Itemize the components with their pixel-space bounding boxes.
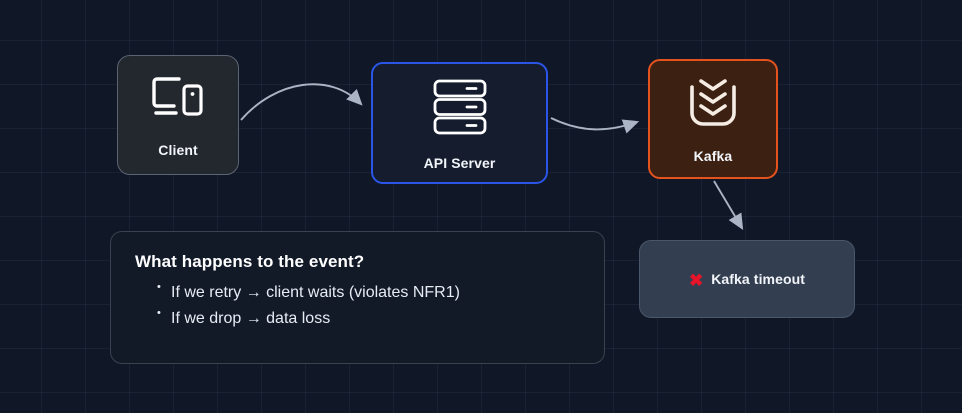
node-kafka-label: Kafka — [693, 147, 733, 164]
node-api-server[interactable]: API Server — [371, 62, 548, 184]
note-panel: What happens to the event? If we retry →… — [110, 231, 605, 364]
note-panel-bullet: If we drop → data loss — [157, 305, 580, 332]
edge-client-to-api-server — [240, 83, 363, 121]
note-panel-bullet: If we retry → client waits (violates NFR… — [157, 279, 580, 306]
note-panel-bullet-list: If we retry → client waits (violates NFR… — [135, 279, 580, 332]
edge-kafka-to-timeout — [713, 180, 744, 230]
server-stack-icon — [428, 77, 492, 142]
node-api-server-label: API Server — [423, 154, 496, 171]
kafka-queue-chevrons-icon — [685, 76, 741, 135]
devices-monitor-phone-icon — [148, 74, 208, 127]
note-panel-title: What happens to the event? — [135, 252, 365, 271]
node-client-label: Client — [158, 141, 198, 158]
node-kafka[interactable]: Kafka — [648, 59, 778, 179]
red-cross-mark-icon: ✖ — [688, 270, 704, 290]
edge-api-server-to-kafka — [550, 117, 640, 134]
node-client[interactable]: Client — [117, 55, 239, 175]
node-kafka-timeout-label: Kafka timeout — [711, 271, 806, 287]
node-kafka-timeout[interactable]: ✖ Kafka timeout — [639, 240, 855, 318]
